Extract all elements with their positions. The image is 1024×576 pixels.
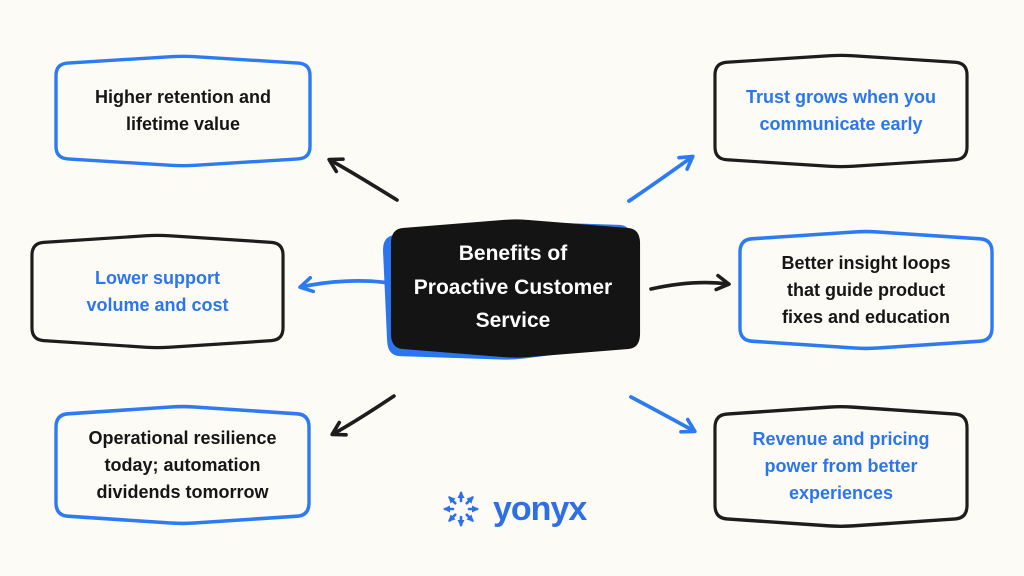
logo-wordmark: yonyx xyxy=(493,490,587,528)
arrow-to-higher-retention xyxy=(327,157,399,202)
node-label: Better insight loops that guide product … xyxy=(781,252,951,327)
arrow-to-trust-grows xyxy=(627,154,695,203)
node-label: Lower support volume and cost xyxy=(86,267,229,315)
node-trust-grows: Trust grows when you communicate early xyxy=(712,51,970,171)
node-label: Trust grows when you communicate early xyxy=(745,87,937,134)
node-operational-resilience: Operational resilience today; automation… xyxy=(53,402,312,528)
arrow-to-better-insight xyxy=(649,273,731,292)
logo: yonyx xyxy=(434,482,587,536)
center-topic: Benefits of Proactive Customer Service xyxy=(378,205,648,370)
arrow-to-operational-resilience xyxy=(330,394,396,437)
node-revenue-pricing: Revenue and pricing power from better ex… xyxy=(712,402,970,531)
center-title: Benefits of Proactive Customer Service xyxy=(413,242,613,333)
node-better-insight: Better insight loops that guide product … xyxy=(737,227,995,353)
node-lower-support: Lower support volume and cost xyxy=(29,231,286,352)
node-label: Operational resilience today; automation… xyxy=(88,427,277,502)
node-higher-retention: Higher retention and lifetime value xyxy=(53,52,313,170)
arrow-to-revenue-pricing xyxy=(629,395,697,434)
node-label: Higher retention and lifetime value xyxy=(94,87,271,134)
node-label: Revenue and pricing power from better ex… xyxy=(752,429,930,503)
arrow-to-lower-support xyxy=(298,275,391,294)
arrow-burst-icon xyxy=(443,491,479,527)
